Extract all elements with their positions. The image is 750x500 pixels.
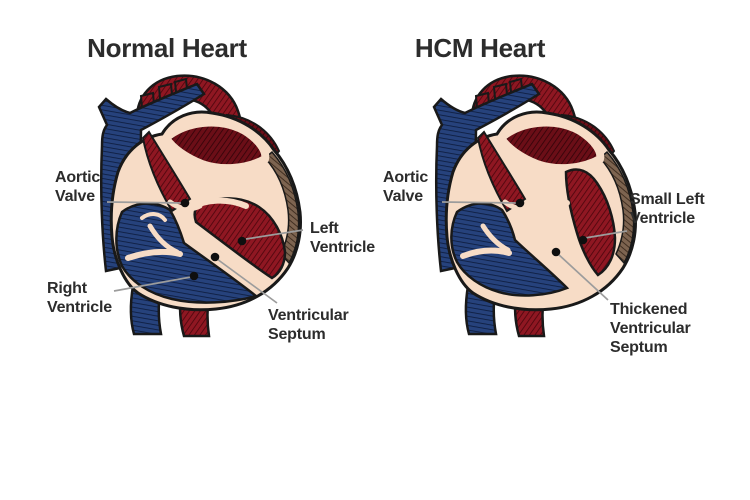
aorta-root [476,130,527,213]
label-left-ventricle: Left Ventricle [310,220,375,256]
normal-heart-illustration [97,74,302,338]
hcm-heart-illustration [432,74,637,338]
atrium-wall [160,118,270,173]
atrium-wall [495,118,605,173]
label-right-ventricle: Right Ventricle [47,280,112,316]
label-ventricular-septum: Ventricular Septum [268,307,349,343]
small-left-ventricle-region [564,168,617,277]
label-aortic-valve-hcm: Aortic Valve [383,169,429,205]
label-aortic-valve-normal: Aortic Valve [55,169,101,205]
anchor-dots [180,198,588,281]
hcm-heart-title: HCM Heart [414,33,546,63]
normal-heart-title: Normal Heart [87,33,247,63]
label-small-left-ventricle: Small Left Ventricle [630,191,705,227]
leader-lines [106,201,628,304]
label-thickened-ventricular-septum: Thickened Ventricular Septum [610,301,691,356]
